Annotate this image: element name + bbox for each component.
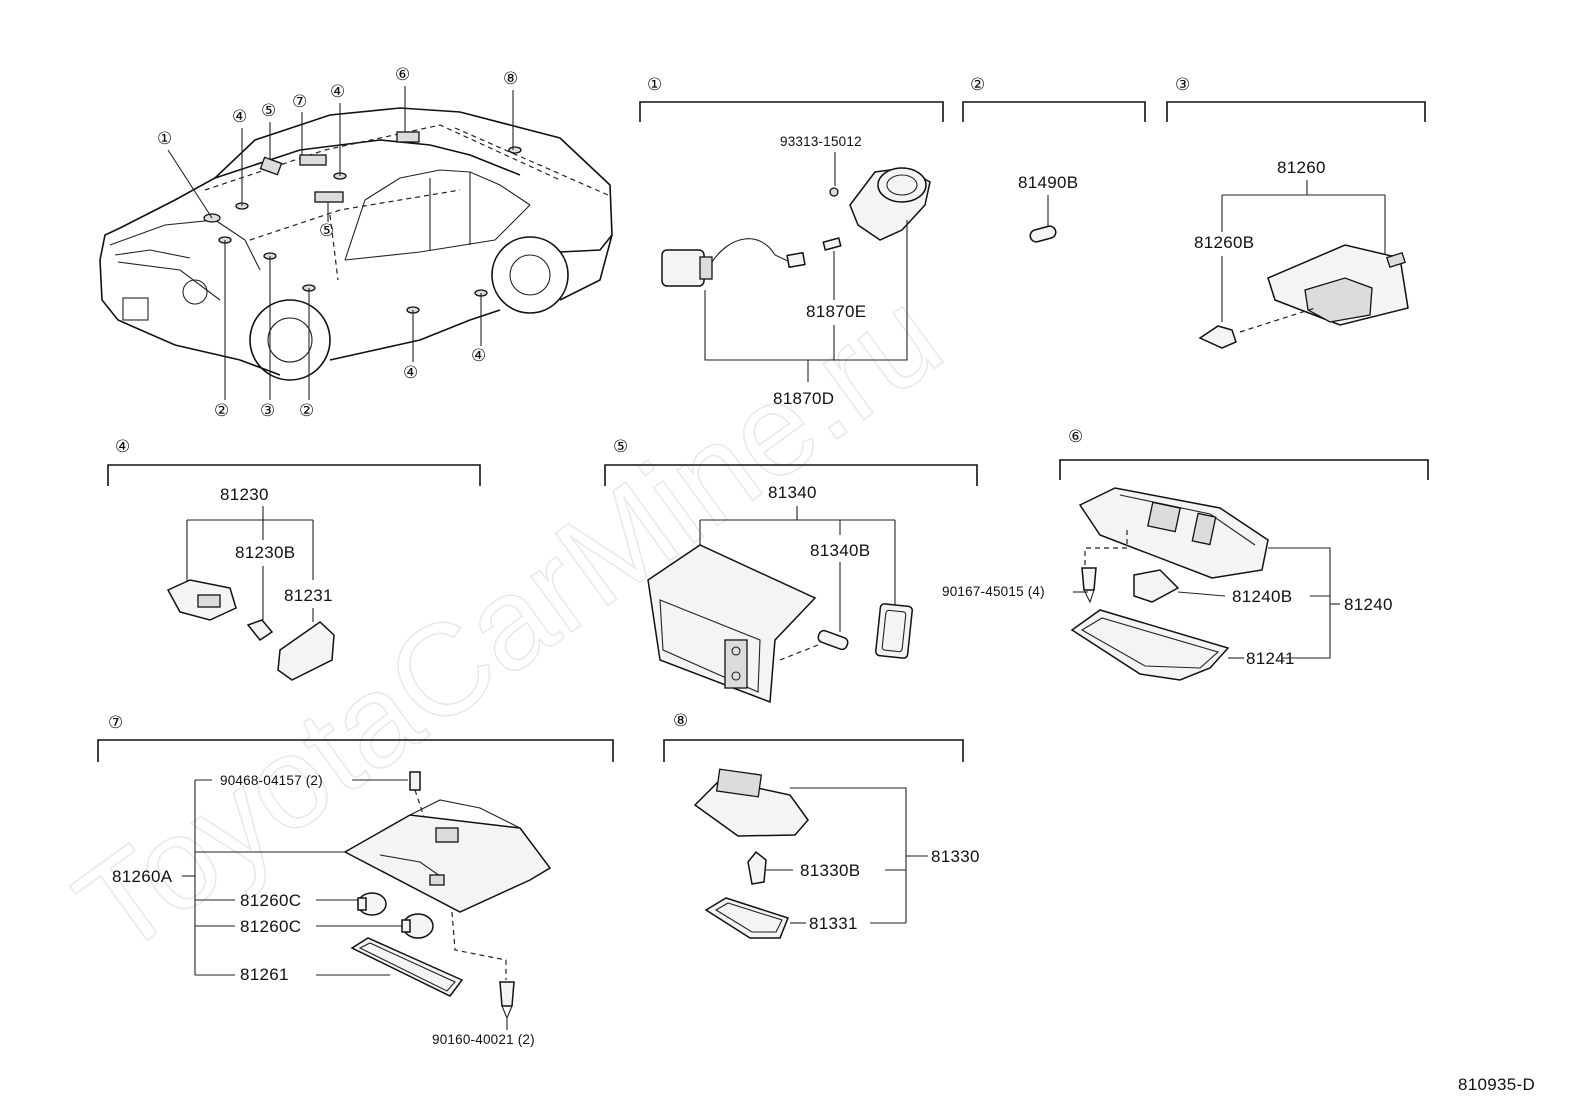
part-81490B: 81490B	[1018, 173, 1078, 192]
group-3-callout: ③	[1175, 75, 1190, 94]
car-callout-4c: ④	[403, 363, 418, 382]
group-4-callout: ④	[115, 437, 130, 456]
car-callout-1: ①	[157, 129, 172, 148]
group-6-callout: ⑥	[1068, 427, 1083, 446]
group-8: ⑧ 81330 81330B 81331	[663, 711, 980, 939]
car-callout-5b: ⑤	[319, 221, 334, 240]
part-81260B: 81260B	[1194, 233, 1254, 252]
car-callout-4b: ④	[330, 82, 345, 101]
car-callout-8: ⑧	[503, 69, 518, 88]
group-5: ⑤ 81340 81340B	[604, 437, 978, 704]
part-81231: 81231	[284, 586, 333, 605]
group-3: ③ 81260 81260B	[1166, 75, 1426, 349]
part-81260: 81260	[1277, 158, 1326, 177]
car-callout-4d: ④	[471, 346, 486, 365]
car-callout-5a: ⑤	[261, 101, 276, 120]
car-callout-7: ⑦	[292, 92, 307, 111]
part-81260C-b: 81260C	[240, 917, 301, 936]
car-callout-6: ⑥	[395, 65, 410, 84]
diagram-code: 810935-D	[1458, 1075, 1535, 1094]
part-81260C-a: 81260C	[240, 891, 301, 910]
group-2: ② 81490B	[962, 75, 1146, 243]
part-81340B: 81340B	[810, 541, 870, 560]
part-81330B: 81330B	[800, 861, 860, 880]
part-81240B: 81240B	[1232, 587, 1292, 606]
group-1-callout: ①	[647, 75, 662, 94]
group-7: ⑦ 90468-04157 (2) 81260A 81260C 81260C 8…	[97, 713, 614, 1047]
group-5-callout: ⑤	[613, 437, 628, 456]
group-1: ① 93313-15012 81870E 81870D	[639, 75, 944, 408]
part-81870D: 81870D	[773, 389, 834, 408]
part-81240: 81240	[1344, 595, 1393, 614]
car-overview	[99, 86, 613, 400]
part-81230B: 81230B	[235, 543, 295, 562]
part-90167-45015: 90167-45015 (4)	[942, 584, 1045, 599]
car-callout-3: ③	[260, 401, 275, 420]
part-90160-40021: 90160-40021 (2)	[432, 1032, 535, 1047]
part-81330: 81330	[931, 847, 980, 866]
part-81241: 81241	[1246, 649, 1295, 668]
group-2-callout: ②	[970, 75, 985, 94]
part-81331: 81331	[809, 914, 858, 933]
part-81261: 81261	[240, 965, 289, 984]
group-7-callout: ⑦	[108, 713, 123, 732]
part-90468-04157: 90468-04157 (2)	[220, 773, 323, 788]
part-81230: 81230	[220, 485, 269, 504]
part-93313-15012: 93313-15012	[780, 134, 862, 149]
group-6: ⑥ 81240 90167-45015 (4) 81240B 81241	[942, 427, 1429, 681]
car-callout-2a: ②	[214, 401, 229, 420]
part-81260A: 81260A	[112, 867, 173, 886]
part-81870E: 81870E	[806, 302, 866, 321]
group-8-callout: ⑧	[673, 711, 688, 730]
group-4: ④ 81230 81230B 81231	[107, 437, 481, 681]
car-callout-2b: ②	[299, 401, 314, 420]
part-81340: 81340	[768, 483, 817, 502]
car-callout-4a: ④	[232, 107, 247, 126]
